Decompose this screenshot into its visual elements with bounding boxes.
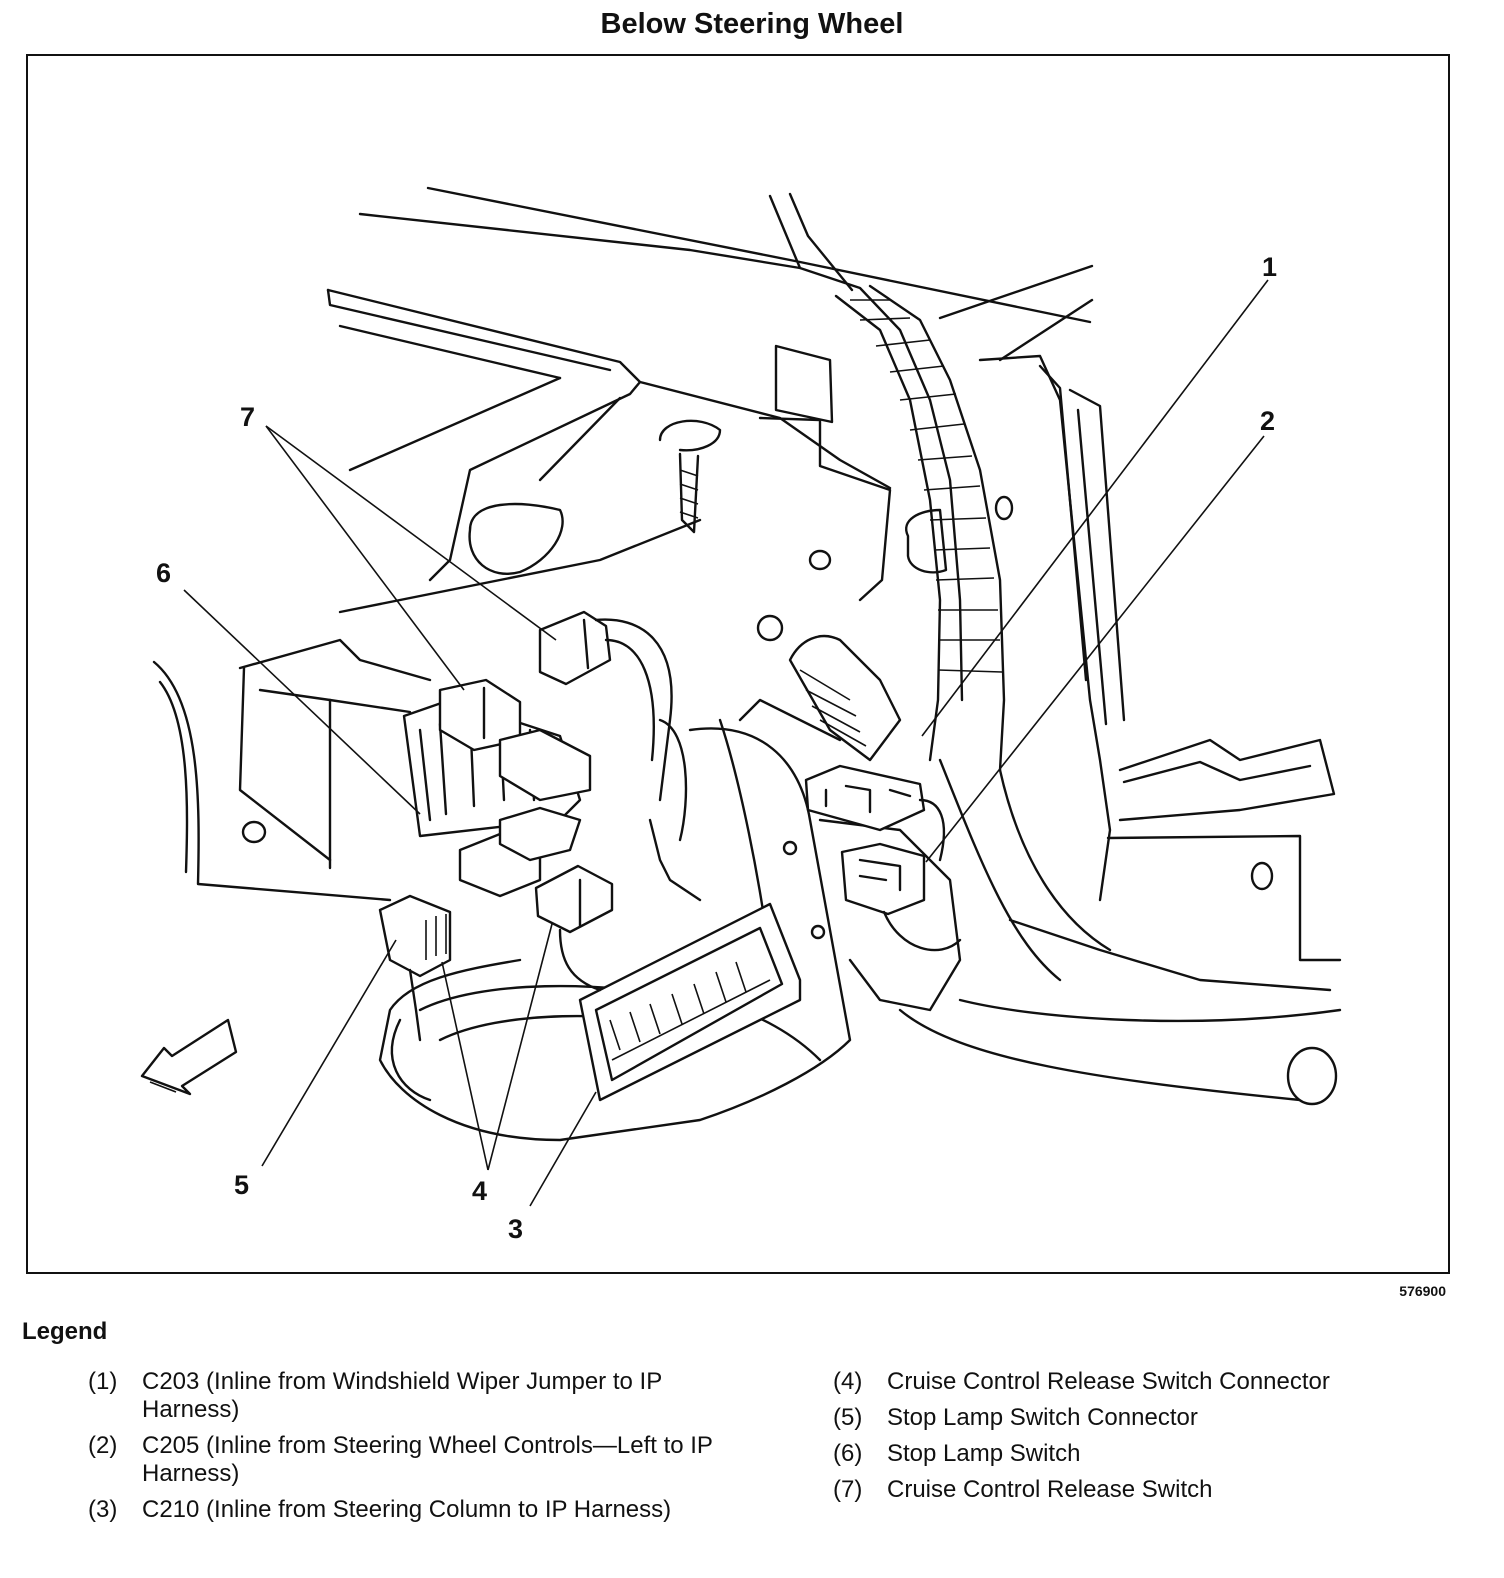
legend-item-number: (3) <box>88 1496 118 1523</box>
legend-item: (1) C203 (Inline from Windshield Wiper J… <box>88 1368 728 1424</box>
callout-2: 2 <box>1260 406 1275 436</box>
callout-3: 3 <box>508 1214 523 1244</box>
legend-item: (5) Stop Lamp Switch Connector <box>833 1404 1473 1432</box>
legend-item-text: Cruise Control Release Switch Connector <box>887 1368 1330 1395</box>
front-direction-arrow-icon <box>140 1018 238 1096</box>
legend-item-number: (7) <box>833 1476 863 1503</box>
c210-connector <box>578 902 802 1102</box>
diagram-frame <box>26 54 1450 1274</box>
c205-connector <box>840 842 962 952</box>
callout-1: 1 <box>1262 252 1277 282</box>
upper-switch-connector <box>538 610 702 902</box>
callout-7: 7 <box>240 402 255 432</box>
right-bracket <box>898 354 1342 1106</box>
left-dash-panel <box>152 638 432 902</box>
dash-structure <box>241 186 1274 940</box>
leader-lines <box>183 279 1269 1207</box>
cruise-release-switch-connector <box>534 864 614 992</box>
legend-item: (4) Cruise Control Release Switch Connec… <box>833 1368 1473 1396</box>
legend-item-number: (4) <box>833 1368 863 1395</box>
legend-item-text: C205 (Inline from Steering Wheel Control… <box>142 1432 713 1487</box>
legend-item-number: (6) <box>833 1440 863 1467</box>
wiring-harness-loom <box>768 192 1112 982</box>
diagram-illustration: 1 2 3 4 5 6 7 <box>140 186 1342 1244</box>
legend-item: (3) C210 (Inline from Steering Column to… <box>88 1496 728 1524</box>
legend-item-text: Stop Lamp Switch <box>887 1440 1081 1467</box>
legend-item-text: C203 (Inline from Windshield Wiper Jumpe… <box>142 1368 662 1423</box>
legend-item: (7) Cruise Control Release Switch <box>833 1476 1473 1504</box>
page-title: Below Steering Wheel <box>600 8 904 40</box>
stop-lamp-switch <box>402 678 592 898</box>
legend-column-left: (1) C203 (Inline from Windshield Wiper J… <box>88 1368 728 1532</box>
callouts: 1 2 3 4 5 6 7 <box>156 252 1277 1244</box>
callout-6: 6 <box>156 558 171 588</box>
callout-5: 5 <box>234 1170 249 1200</box>
legend-item-number: (5) <box>833 1404 863 1431</box>
legend-item-text: Cruise Control Release Switch <box>887 1476 1213 1503</box>
figure-number: 576900 <box>1399 1283 1446 1299</box>
legend-title: Legend <box>22 1318 108 1345</box>
legend-item: (6) Stop Lamp Switch <box>833 1440 1473 1468</box>
c203-connector <box>804 764 946 862</box>
legend-column-right: (4) Cruise Control Release Switch Connec… <box>833 1368 1473 1512</box>
legend-item-text: Stop Lamp Switch Connector <box>887 1404 1198 1431</box>
legend-item-text: C210 (Inline from Steering Column to IP … <box>142 1496 672 1523</box>
legend-item-number: (2) <box>88 1432 118 1459</box>
stop-lamp-switch-connector <box>378 894 452 1042</box>
legend-item-number: (1) <box>88 1368 118 1395</box>
legend-item: (2) C205 (Inline from Steering Wheel Con… <box>88 1432 728 1488</box>
callout-4: 4 <box>472 1176 487 1206</box>
